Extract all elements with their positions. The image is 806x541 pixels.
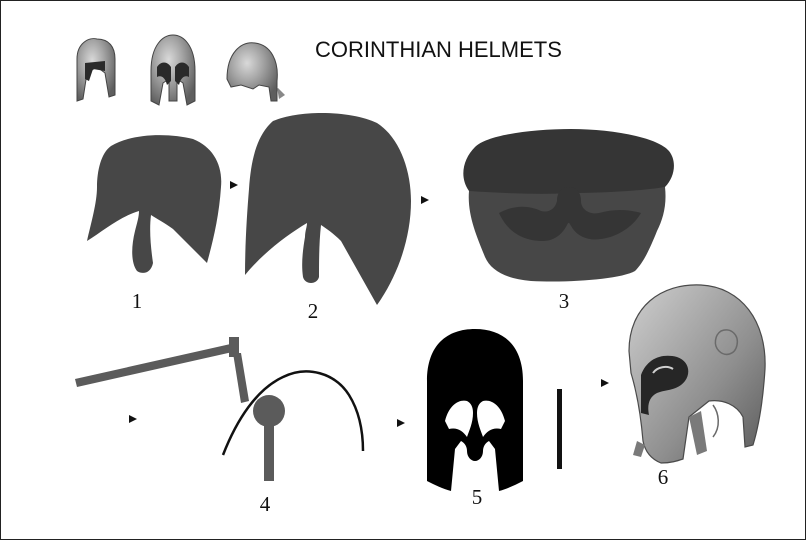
step5-rod-tool	[557, 389, 562, 469]
arrow-5-to-6	[601, 379, 609, 387]
arrow-into-step-4	[129, 415, 137, 423]
thumbnail-helmet-front	[151, 35, 195, 105]
step4-stake-tool	[253, 395, 285, 481]
arrow-2-to-3	[421, 196, 429, 204]
arrow-1-to-2	[230, 181, 238, 189]
diagram-title: CORINTHIAN HELMETS	[315, 37, 562, 62]
step6-finished-helmet	[629, 285, 765, 463]
step-6-label: 6	[658, 465, 669, 489]
step-5-label: 5	[472, 485, 483, 509]
step2-sheet-shape	[245, 113, 411, 305]
thumbnail-helmet-side	[227, 43, 285, 101]
step-1-label: 1	[132, 289, 143, 313]
step-3-label: 3	[559, 289, 570, 313]
step3-raised-bowl	[463, 129, 674, 282]
arrow-4-to-5	[397, 419, 405, 427]
step5-helmet-shape	[427, 329, 523, 491]
thumbnail-helmet-three-quarter	[77, 39, 115, 101]
step-2-label: 2	[308, 299, 319, 323]
step1-sheet-shape	[87, 135, 221, 273]
step4-lever-tool	[75, 337, 249, 403]
step-4-label: 4	[260, 492, 271, 516]
